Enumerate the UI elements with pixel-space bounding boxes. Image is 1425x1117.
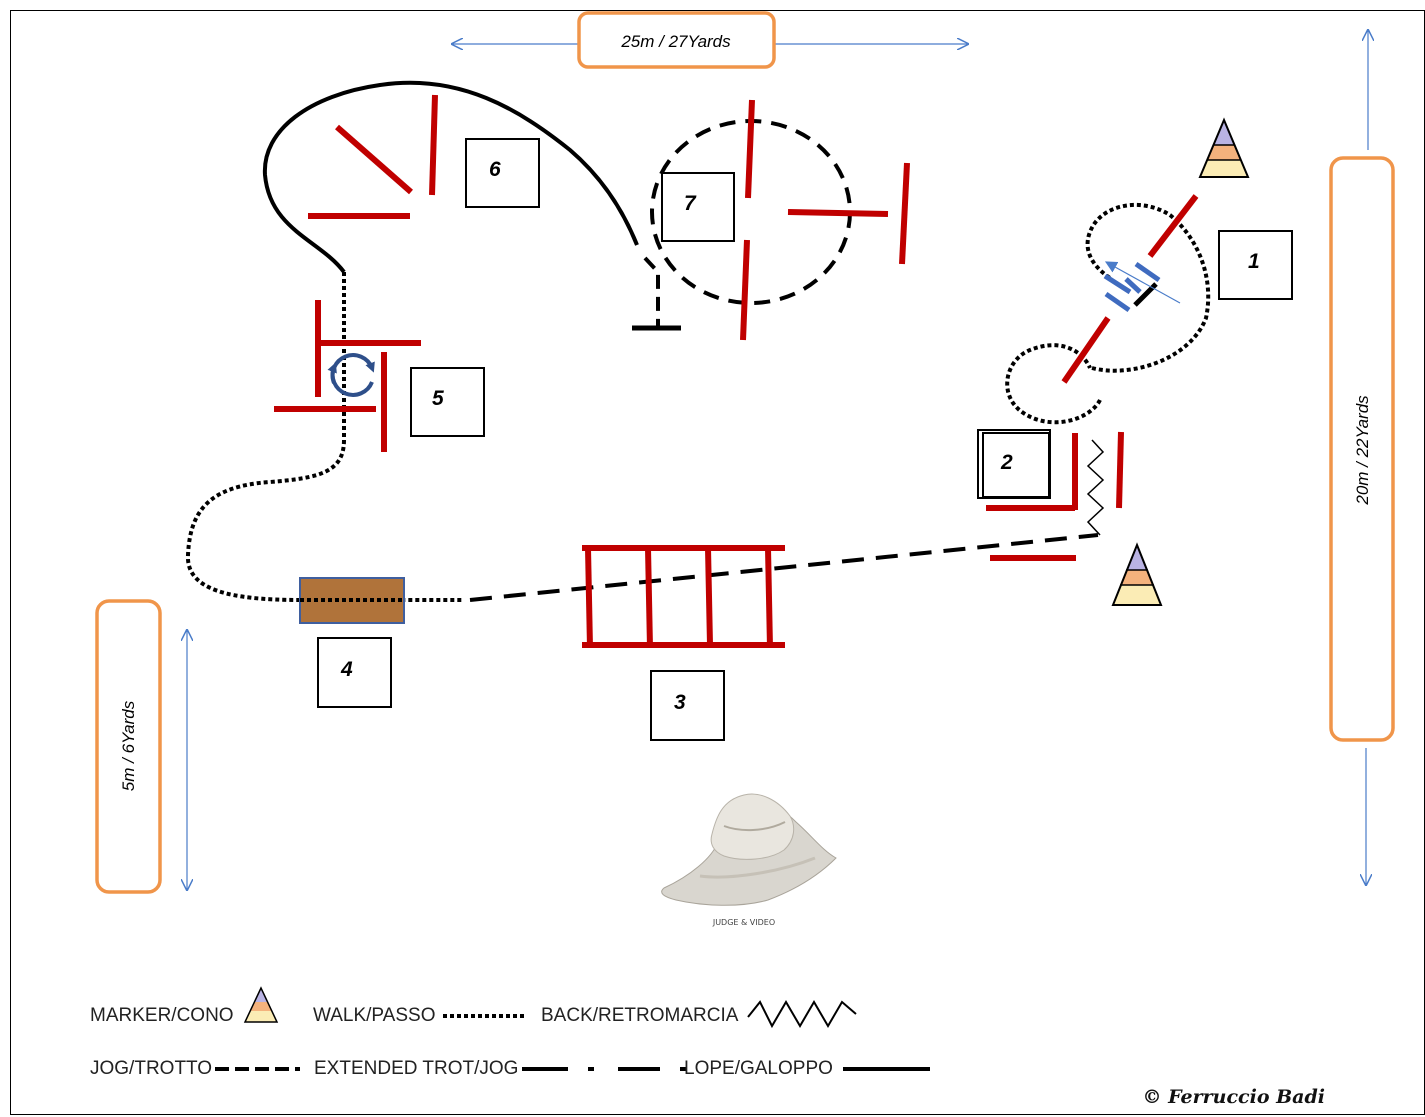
legend: MARKER/CONO WALK/PASSO BACK/RETROMARCIA … xyxy=(90,986,930,1079)
turn-arrows-icon xyxy=(327,353,375,397)
poles-obstacle-7 xyxy=(740,99,910,341)
legend-back-label: BACK/RETROMARCIA xyxy=(541,1005,739,1026)
jog-path-7 xyxy=(643,256,660,328)
width-label: 25m / 27Yards xyxy=(620,32,731,51)
obstacle-4-number: 4 xyxy=(340,658,353,681)
obstacle-3-box: 3 xyxy=(650,670,725,741)
poles-obstacle-6 xyxy=(308,94,438,219)
walk-loop-lower xyxy=(1005,343,1102,425)
cowboy-hat-icon xyxy=(661,793,837,906)
obstacle-3-number: 3 xyxy=(674,691,686,714)
walk-loop-upper xyxy=(1085,202,1211,373)
cone-icon xyxy=(1111,542,1163,606)
obstacle-6-number: 6 xyxy=(489,158,501,181)
jog-path-3 xyxy=(469,533,1099,602)
obstacle-5-box: 5 xyxy=(410,367,485,437)
obstacle-6-box: 6 xyxy=(465,138,540,208)
height-dimension: 20m / 22Yards xyxy=(1329,30,1395,885)
poles-obstacle-3 xyxy=(582,545,785,649)
width-label-box xyxy=(577,11,776,69)
legend-jog-label: JOG/TROTTO xyxy=(90,1058,212,1079)
poles-obstacle-5 xyxy=(274,300,421,452)
width-dimension: 25m / 27Yards xyxy=(452,11,968,69)
poles-obstacle-2 xyxy=(986,431,1124,561)
poles-obstacle-1 xyxy=(1061,194,1199,384)
obstacle-7-number: 7 xyxy=(684,192,697,215)
obstacle-5-number: 5 xyxy=(432,387,444,410)
obstacle-1-number: 1 xyxy=(1248,250,1260,273)
legend-back-zigzag xyxy=(747,1000,857,1029)
small-label: 5m / 6Yards xyxy=(119,700,138,791)
gate-obstacle-1 xyxy=(1103,261,1181,313)
copyright: © Ferruccio Badi xyxy=(1142,1086,1325,1108)
obstacle-1-box: 1 xyxy=(1218,230,1293,300)
legend-extended-label: EXTENDED TROT/JOG xyxy=(314,1058,518,1079)
legend-lope-label: LOPE/GALOPPO xyxy=(684,1058,833,1079)
back-zigzag xyxy=(1086,439,1105,536)
height-label-box xyxy=(1329,156,1395,742)
legend-marker-label: MARKER/CONO xyxy=(90,1005,234,1026)
judge-label: JUDGE & VIDEO xyxy=(712,918,775,927)
small-dimension: 5m / 6Yards xyxy=(95,599,187,894)
cone-icon xyxy=(243,986,279,1023)
lope-path xyxy=(262,80,639,274)
obstacle-7-box: 7 xyxy=(661,172,735,242)
obstacle-2-number: 2 xyxy=(1000,451,1013,474)
height-label: 20m / 22Yards xyxy=(1353,395,1372,506)
walk-path-main xyxy=(185,272,462,602)
small-label-box xyxy=(95,599,162,894)
cone-icon xyxy=(1198,117,1250,178)
obstacle-4-box: 4 xyxy=(317,637,392,708)
legend-walk-label: WALK/PASSO xyxy=(313,1005,435,1026)
obstacle-2-box: 2 xyxy=(977,429,1051,499)
